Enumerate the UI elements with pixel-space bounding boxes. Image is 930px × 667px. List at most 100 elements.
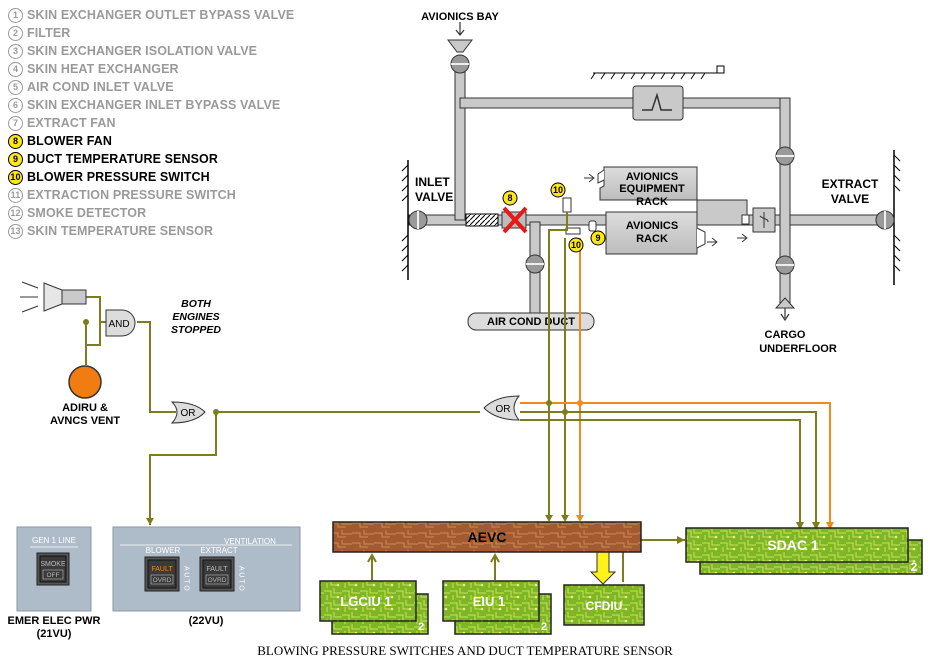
sdac-index: 2 [911, 560, 918, 574]
gen-line-title: GEN 1 LINE [32, 536, 76, 545]
aevc-label: AEVC [468, 529, 507, 545]
blower-ovrd-legend: OVRD [153, 577, 172, 584]
wire-junctions [83, 319, 583, 415]
extract-ovrd-legend: OVRD [208, 577, 227, 584]
cfdiu-label: CFDIU [586, 599, 623, 613]
avionics-bay-label: AVIONICS BAY [421, 11, 499, 23]
legend-number: 5 [8, 79, 23, 95]
extract-pushbutton[interactable] [202, 559, 232, 589]
callout-label: 10 [571, 240, 581, 250]
airflow-arrow-icon [737, 233, 748, 243]
filter-icon [465, 213, 499, 227]
inlet-bulkhead [401, 160, 409, 280]
emer-elec-pwr-label: EMER ELEC PWR [8, 615, 101, 627]
butterfly-valves [408, 54, 895, 275]
aural-warning-horn-icon [20, 281, 87, 313]
extract-bulkhead [893, 150, 901, 285]
adiru-label: AVNCS VENT [50, 415, 120, 427]
legend-number: 1 [8, 7, 23, 23]
both-engines-label: BOTH [181, 298, 211, 310]
skin-structure [590, 65, 725, 80]
legend-item: 13 SKIN TEMPERATURE SENSOR [8, 222, 213, 240]
extract-title: EXTRACT [200, 546, 237, 555]
legend-label: SKIN EXCHANGER ISOLATION VALVE [27, 44, 258, 58]
or-gate-label: OR [181, 408, 196, 419]
cargo-outlet [774, 297, 796, 322]
emer-elec-pwr-label: (21VU) [37, 628, 72, 640]
legend-number: 11 [8, 187, 23, 203]
legend-item: 3 SKIN EXCHANGER ISOLATION VALVE [8, 42, 257, 60]
cargo-label: UNDERFLOOR [759, 343, 837, 355]
legend-number: 4 [8, 61, 23, 77]
and-gate: AND [105, 309, 136, 337]
legend-number: 13 [8, 223, 23, 239]
or-gate-right: OR [483, 395, 521, 421]
airflow-arrow-icon [707, 237, 718, 247]
or-gate-left: OR [170, 401, 206, 424]
legend-label: EXTRACTION PRESSURE SWITCH [27, 188, 236, 202]
extract-fault-legend: FAULT [206, 566, 228, 573]
air-cond-duct-label: AIR COND DUCT [487, 316, 575, 328]
both-engines-label: STOPPED [171, 324, 221, 336]
lgciu-label: LGCIU 1 [340, 594, 391, 609]
legend-number: 7 [8, 115, 23, 131]
sdac-computer: SDAC 1 2 [685, 527, 923, 575]
legend-item-highlighted: 10 BLOWER PRESSURE SWITCH [8, 168, 210, 186]
auto-legend: A U T O [238, 566, 245, 591]
extract-valve-label: VALVE [831, 192, 869, 206]
legend-item: 2 FILTER [8, 24, 70, 42]
legend-label: AIR COND INLET VALVE [27, 80, 174, 94]
legend-item: 11 EXTRACTION PRESSURE SWITCH [8, 186, 236, 204]
both-engines-label: ENGINES [172, 311, 219, 323]
cargo-label: CARGO [765, 329, 806, 341]
callout-label: 10 [553, 185, 563, 195]
legend-label: SKIN EXCHANGER INLET BYPASS VALVE [27, 98, 281, 112]
legend-number: 8 [8, 133, 23, 149]
smoke-legend: SMOKE [40, 561, 66, 568]
cfdiu-computer: CFDIU [563, 584, 645, 626]
gen-line-pushbutton[interactable] [39, 555, 67, 583]
skin-heat-exchanger [632, 85, 684, 121]
legend-label: BLOWER PRESSURE SWITCH [27, 170, 210, 184]
sdac-label: SDAC 1 [767, 537, 819, 553]
air-cond-duct: AIR COND DUCT [467, 312, 595, 331]
avionics-rack: AVIONICS RACK [605, 211, 706, 255]
equip-rack-label: EQUIPMENT [619, 183, 685, 195]
blower-fault-legend: FAULT [151, 566, 173, 573]
legend-number: 2 [8, 25, 23, 41]
lgciu-computer: LGCIU 1 2 [319, 580, 429, 635]
and-gate-label: AND [108, 319, 129, 330]
legend-number: 3 [8, 43, 23, 59]
legend-number: 10 [8, 169, 23, 185]
equip-rack-label: RACK [636, 196, 668, 208]
eiu-index: 2 [541, 621, 547, 633]
equip-rack-label: AVIONICS [626, 171, 678, 183]
blower-pushbutton[interactable] [147, 559, 177, 589]
legend-number: 9 [8, 151, 23, 167]
legend-item: 4 SKIN HEAT EXCHANGER [8, 60, 179, 78]
rack-label: AVIONICS [626, 220, 678, 232]
aevc-to-cfdiu-arrow [589, 551, 617, 585]
callout-label: 8 [507, 193, 512, 203]
extract-fan [741, 207, 776, 233]
avionics-bay-inlet [447, 22, 473, 53]
legend-label: SKIN TEMPERATURE SENSOR [27, 224, 214, 238]
legend-label: FILTER [27, 26, 71, 40]
legend-label: SKIN HEAT EXCHANGER [27, 62, 179, 76]
adiru-vent-light-icon [68, 365, 102, 399]
callout-label: 9 [595, 233, 600, 243]
emer-elec-pwr-panel: GEN 1 LINE SMOKE OFF [16, 526, 92, 612]
ventilation-panel: VENTILATION BLOWER EXTRACT FAULT OVRD A … [112, 526, 301, 612]
blower-fan-failed [501, 206, 528, 234]
legend-label: SMOKE DETECTOR [27, 206, 147, 220]
auto-legend: A U T O [183, 566, 190, 591]
duct-temp-sensor-icon [588, 220, 597, 232]
